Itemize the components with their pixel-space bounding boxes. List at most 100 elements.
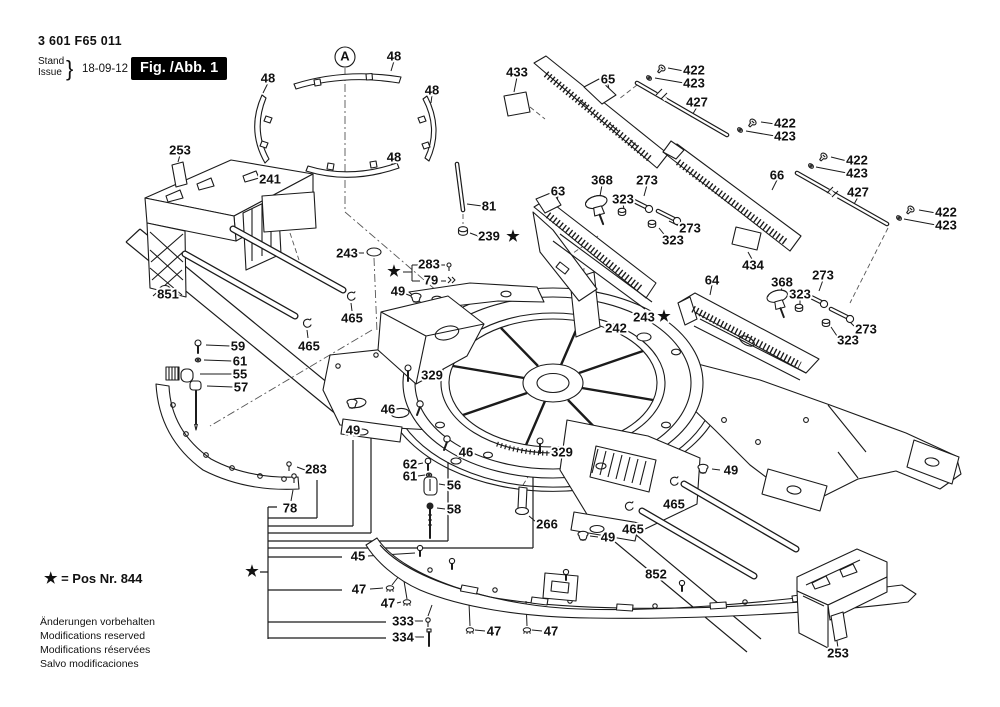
view-a-label: A [340,48,350,63]
leader-lines [125,60,937,653]
part-callout-423: 423 [935,217,957,232]
part-callout-59: 59 [231,338,245,353]
rods-427 [634,63,916,227]
part-callout-47: 47 [544,623,558,638]
part-callout-58: 58 [447,501,461,516]
part-callout-253: 253 [827,645,849,660]
part-callout-333: 333 [392,613,414,628]
part-callout-423: 423 [683,75,705,90]
part-callout-253: 253 [169,142,191,157]
figure-label: Fig. /Abb. 1 [131,57,228,80]
fence-64 [677,292,820,381]
support-rods-852 [577,463,800,580]
part-callout-239: 239 [478,228,500,243]
pointer-81 [454,161,466,213]
part-callout-49: 49 [346,422,360,437]
part-callout-465: 465 [341,310,363,325]
part-callout-323: 323 [662,232,684,247]
part-callout-323: 323 [789,286,811,301]
part-callout-283: 283 [418,256,440,271]
rail-screws [416,544,856,592]
star-marker: ★ [506,228,520,245]
part-callout-323: 323 [612,191,634,206]
part-callout-61: 61 [403,468,417,483]
part-callout-64: 64 [705,272,720,287]
part-callout-62: 62 [403,456,417,471]
part-callout-368: 368 [591,172,613,187]
fence-66 [662,140,802,252]
support-rods-851 [181,225,358,329]
curved-segment-78 [155,383,300,490]
part-callout-46: 46 [459,444,473,459]
lock-knob-housing [377,282,545,385]
part-callout-47: 47 [487,623,501,638]
part-callout-48: 48 [261,70,275,85]
part-callout-283: 283 [305,461,327,476]
part-callout-423: 423 [774,128,796,143]
part-callout-273: 273 [812,267,834,282]
part-callout-465: 465 [663,496,685,511]
hardware-59-61-55-57 [165,339,202,431]
part-callout-63: 63 [551,183,565,198]
part-callout-852: 852 [645,566,667,581]
part-callout-423: 423 [846,165,868,180]
part-callout-422: 422 [683,62,705,77]
part-callout-48: 48 [387,149,401,164]
part-callout-61: 61 [233,353,247,368]
part-callout-66: 66 [770,167,784,182]
part-callout-78: 78 [283,500,297,515]
part-callout-48: 48 [425,82,439,97]
star-marker: ★ [657,308,671,325]
issue-date: 18-09-12 [82,63,129,75]
part-callout-55: 55 [233,366,247,381]
part-callout-46: 46 [381,401,395,416]
fence-63 [532,191,657,310]
star-icon: ★ [44,570,58,587]
part-callout-323: 323 [837,332,859,347]
part-callout-65: 65 [601,71,615,86]
part-callout-368: 368 [771,274,793,289]
part-callout-334: 334 [392,629,414,644]
part-callout-273: 273 [679,220,701,235]
insert-arcs-48 [254,72,437,178]
part-callout-48: 48 [387,48,401,63]
part-callout-81: 81 [482,198,496,213]
part-callout-49: 49 [724,462,738,477]
modification-notes: Änderungen vorbehalten Modifications res… [40,616,156,670]
part-callout-47: 47 [381,595,395,610]
star-legend: ★ = Pos Nr. 844 [44,570,143,587]
part-callout-273: 273 [855,321,877,336]
right-extension-support [796,548,888,649]
part-callout-422: 422 [846,152,868,167]
part-callout-427: 427 [847,184,869,199]
part-callout-422: 422 [935,204,957,219]
right-wing [687,361,962,512]
part-callout-243: 243 [633,309,655,324]
part-callout-851: 851 [157,286,179,301]
front-right-block [559,419,701,542]
fence-fasteners [584,195,855,328]
part-callout-242: 242 [605,320,627,335]
document-number: 3 601 F65 011 [38,34,122,48]
part-callout-49: 49 [601,529,615,544]
part-callout-465: 465 [622,521,644,536]
star-marker: ★ [245,563,259,580]
part-callout-243: 243 [336,245,358,260]
part-callout-241: 241 [259,171,281,186]
part-callout-45: 45 [351,548,365,563]
part-callout-433: 433 [506,64,528,79]
part-callout-79: 79 [424,272,438,287]
part-callout-273: 273 [636,172,658,187]
part-callout-57: 57 [234,379,248,394]
table-fasteners [346,226,544,539]
part-callout-434: 434 [742,257,764,272]
part-callout-47: 47 [352,581,366,596]
stand-issue-label: Stand Issue [38,56,65,78]
part-callout-329: 329 [421,367,443,382]
part-callout-465: 465 [298,338,320,353]
star-marker: ★ [387,263,401,280]
part-callout-427: 427 [686,94,708,109]
part-callout-422: 422 [774,115,796,130]
